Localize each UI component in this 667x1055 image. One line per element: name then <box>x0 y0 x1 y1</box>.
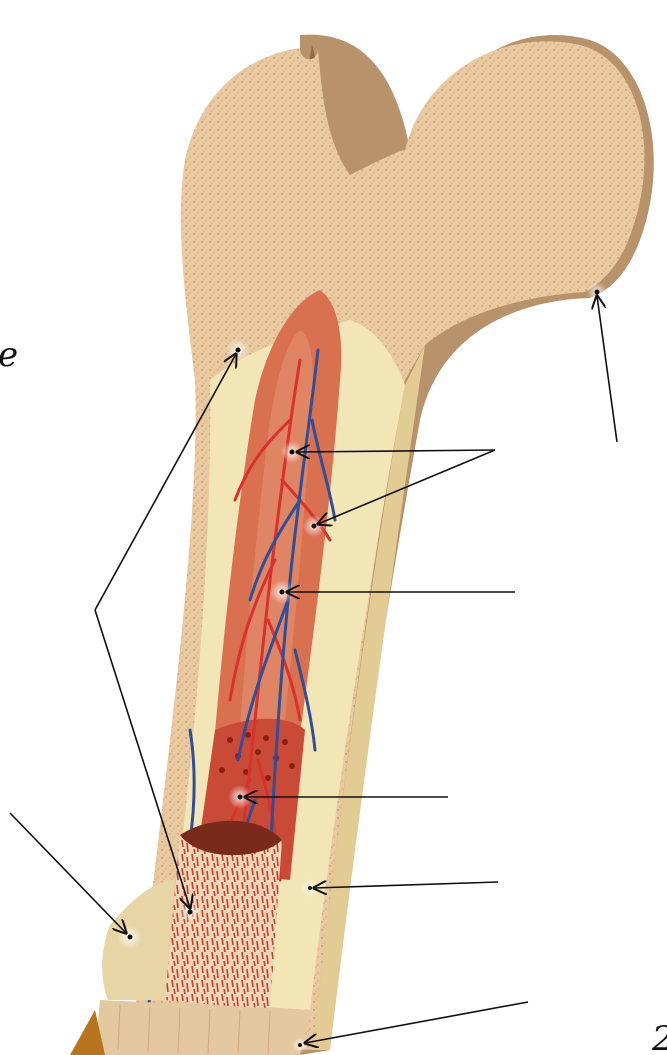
target-vessel-2 <box>303 515 325 537</box>
arrow-periosteum <box>305 1002 528 1043</box>
arrow-bottom-slab <box>10 813 126 933</box>
label-fragment-left: e <box>0 335 18 375</box>
target-periosteum <box>292 1037 308 1053</box>
label-fragment-bottom-right: 2 <box>651 1019 667 1055</box>
target-trabecular <box>180 902 200 922</box>
target-spongy-bone <box>227 339 249 361</box>
arrow-articular-edge <box>597 296 617 442</box>
